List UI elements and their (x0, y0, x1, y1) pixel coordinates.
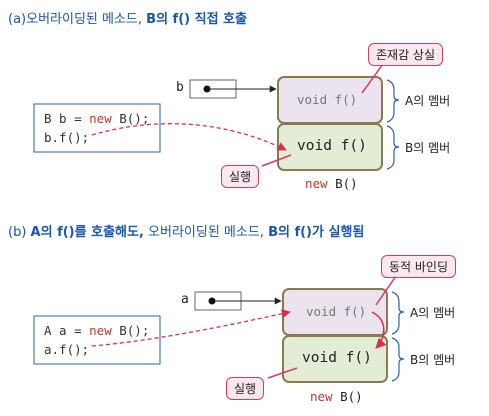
call-arrow-b (91, 309, 291, 347)
section-a-caption: (a)오버라이딩된 메소드, B의 f() 직접 호출 (8, 8, 247, 27)
code-box-b (33, 315, 161, 365)
var-label-a: a (181, 292, 189, 307)
section-b-caption: (b) A의 f()를 호출해도, 오버라이딩된 메소드, B의 f()가 실행… (8, 221, 364, 240)
callout-pointer-a-bottom (261, 154, 292, 167)
member-a-label-section-b: A의 멤버 (410, 306, 456, 320)
callout-pointer-a-top (361, 63, 384, 94)
caption-a-prefix: (a)오버라이딩된 메소드, (8, 12, 147, 27)
caption-a-bold: B의 f() 직접 호출 (146, 12, 247, 27)
upper-method-b-label: void f() (306, 304, 367, 319)
var-label-b: b (176, 80, 184, 95)
member-b-label-section-b: B의 멤버 (410, 353, 456, 367)
brace-a-upper (386, 79, 400, 123)
brace-b-upper (391, 291, 405, 335)
call-arrow-a (91, 123, 287, 151)
code-a-line1: B b = new B(); (44, 111, 150, 126)
member-a-label-section-a: A의 멤버 (405, 94, 451, 108)
member-b-label-section-a: B의 멤버 (405, 141, 451, 155)
upper-method-a-label: void f() (297, 92, 358, 107)
callout-dynamic-binding: 동적 바인딩 (381, 255, 457, 278)
code-b-line2: a.f(); (44, 342, 90, 357)
caption-b-prefix: (b) (8, 225, 31, 240)
lower-method-box-b (282, 335, 388, 383)
code-a-line2: b.f(); (44, 130, 90, 145)
callout-lost-presence: 존재감 상실 (368, 43, 444, 66)
lower-method-a-label: void f() (297, 138, 367, 154)
callout-pointer-b-top (375, 275, 397, 306)
callout-execute-b: 실행 (226, 377, 265, 400)
caption-b-bold1: A의 f()를 호출해도, (30, 225, 144, 240)
code-b-line1: A a = new B(); (44, 323, 150, 338)
code-box-a (33, 103, 161, 153)
brace-b-lower (391, 337, 405, 382)
object-label-a: new B() (305, 176, 358, 191)
callout-execute-a: 실행 (221, 165, 260, 188)
ref-dot-b (203, 85, 211, 93)
ref-dot-a (208, 297, 216, 305)
caption-b-mid: 오버라이딩된 메소드, (143, 225, 269, 240)
dynamic-binding-arrow (371, 311, 387, 349)
object-label-b: new B() (310, 389, 363, 404)
brace-a-lower (386, 125, 400, 170)
lower-method-b-label: void f() (302, 350, 372, 366)
caption-b-bold2: B의 f()가 실행됨 (268, 225, 365, 240)
callout-pointer-b-bottom (267, 367, 298, 379)
